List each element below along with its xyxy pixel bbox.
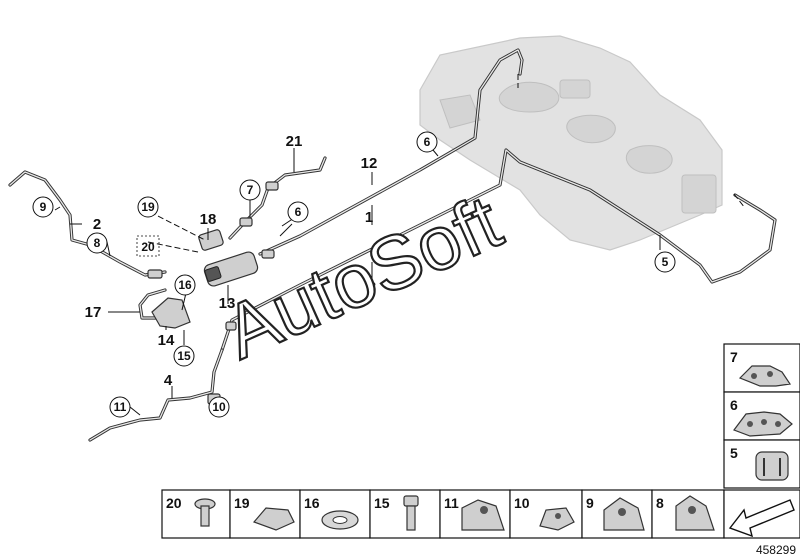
callout-3: 3: [368, 279, 376, 296]
clamp-11-icon: [461, 499, 505, 531]
callout-5: 5: [662, 255, 669, 269]
legend-cell-20-number: 20: [166, 495, 182, 511]
callout-17: 17: [85, 304, 102, 321]
bolt-icon: [403, 495, 419, 531]
legend-cell-6-number: 6: [730, 397, 738, 413]
clip-double-icon: [738, 365, 792, 387]
spring-nut-icon: [252, 507, 295, 531]
lock-washer-icon: [321, 510, 359, 530]
legend-cell-19-number: 19: [234, 495, 250, 511]
legend-bottom-row: 20 19 16 15 11 10: [161, 489, 800, 539]
legend-cell-15-number: 15: [374, 495, 390, 511]
pipe-clip-icon: [755, 451, 789, 481]
callout-4: 4: [164, 372, 173, 389]
legend-cell-9-number: 9: [586, 495, 594, 511]
callout-13: 13: [219, 295, 236, 312]
clamp-9-icon: [603, 497, 645, 531]
callout-8: 8: [94, 236, 101, 250]
callout-7: 7: [247, 183, 254, 197]
callout-labels: 9 2 8 19 18 20 7 21 6 12 1 6 3 16 13 17 …: [32, 131, 676, 418]
callout-2: 2: [93, 216, 101, 233]
callout-20: 20: [141, 240, 155, 254]
fuel-filter: [203, 251, 259, 287]
callout-12: 12: [361, 155, 378, 172]
callout-15: 15: [177, 349, 191, 363]
legend-right-column: 7 6 5: [723, 343, 800, 489]
pressure-valve: [198, 229, 224, 251]
callout-9: 9: [40, 200, 47, 214]
callout-16: 16: [178, 278, 192, 292]
leader-lines: [54, 74, 746, 416]
callout-11: 11: [114, 400, 127, 414]
callout-6-upper: 6: [424, 135, 431, 149]
legend-cell-10-number: 10: [514, 495, 530, 511]
callout-1: 1: [365, 209, 373, 226]
clamp-8-icon: [675, 495, 715, 531]
clamp-10-icon: [539, 507, 575, 531]
fuel-tank: [419, 35, 723, 251]
callout-14: 14: [158, 332, 175, 349]
arrow-icon: [728, 499, 795, 538]
callout-19: 19: [141, 200, 155, 214]
legend-cell-7-number: 7: [730, 349, 738, 365]
callout-21: 21: [286, 133, 303, 150]
legend-cell-16-number: 16: [304, 495, 320, 511]
legend-cell-11-number: 11: [444, 495, 459, 511]
legend-cell-8-number: 8: [656, 495, 664, 511]
callout-10: 10: [212, 400, 226, 414]
callout-18: 18: [200, 211, 217, 228]
callout-6-lower: 6: [295, 205, 302, 219]
filter-bracket: [151, 297, 191, 329]
clip-triple-icon: [733, 411, 793, 437]
screw-washer-icon: [194, 498, 216, 527]
legend-cell-5-number: 5: [730, 445, 738, 461]
diagram-number: 458299: [756, 543, 796, 557]
